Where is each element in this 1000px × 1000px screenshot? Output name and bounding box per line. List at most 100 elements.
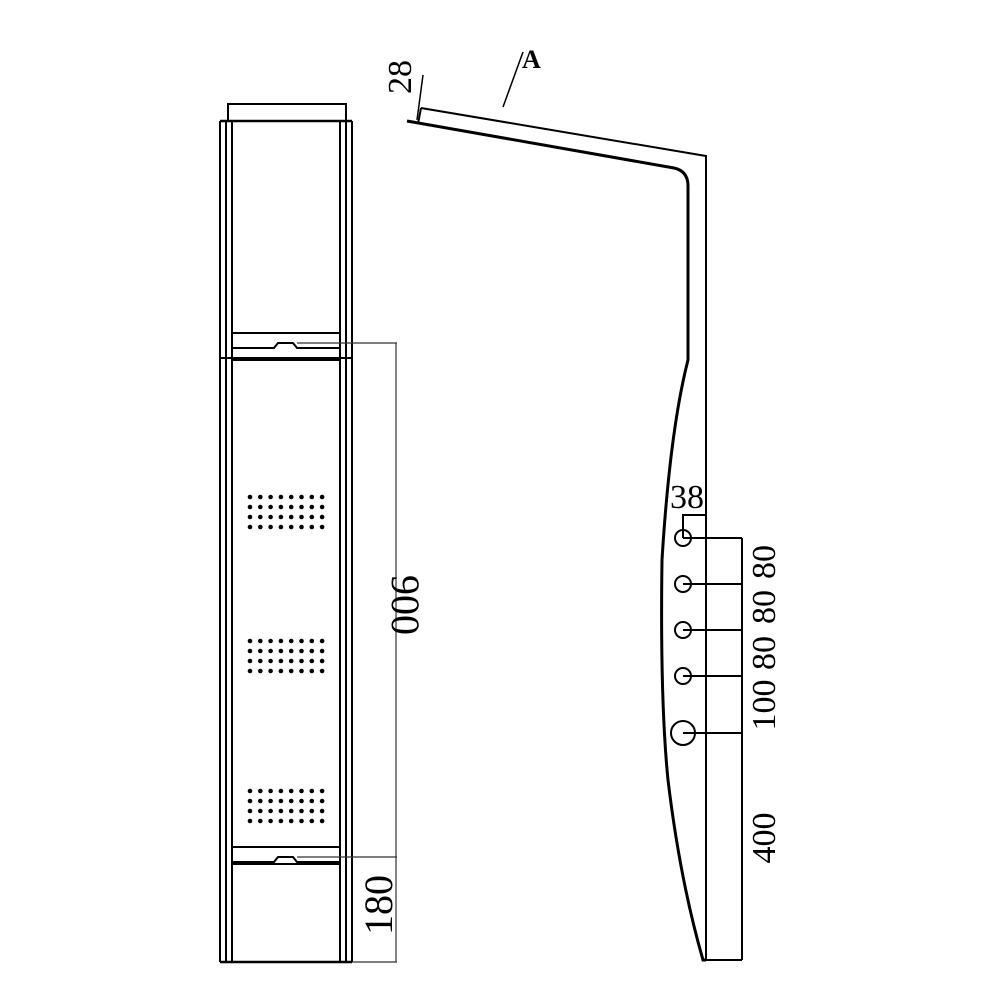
nozzle-dot <box>278 818 284 824</box>
nozzle-dot <box>278 648 284 654</box>
nozzle-dot <box>268 514 273 520</box>
label-a: A <box>522 45 541 74</box>
nozzle-dot <box>247 668 253 674</box>
nozzle-dot <box>299 504 304 510</box>
nozzle-dot <box>309 504 315 510</box>
front-view <box>219 103 353 964</box>
nozzle-dot <box>258 788 263 794</box>
nozzle-dot <box>288 504 294 510</box>
label-a-leader <box>502 51 524 108</box>
nozzle-dot <box>268 798 273 804</box>
nozzle-dot <box>309 818 315 824</box>
nozzle-dot <box>258 808 263 814</box>
nozzle-dot <box>288 494 294 500</box>
nozzle-dot <box>247 808 253 814</box>
nozzle-dot <box>309 788 315 794</box>
nozzle-dot <box>247 798 253 804</box>
dim-80-label-2: 80 <box>746 590 783 624</box>
nozzle-dot <box>278 638 284 644</box>
nozzle-dot <box>299 788 304 794</box>
nozzle-dot <box>309 808 315 814</box>
dim-100-label: 100 <box>746 680 783 731</box>
lower-shelf <box>232 846 340 865</box>
dim-38-label: 38 <box>670 479 704 516</box>
dim-28-leader <box>416 74 424 121</box>
dim-400-label: 400 <box>746 813 783 864</box>
nozzle-dot <box>288 788 294 794</box>
nozzle-dot <box>278 668 284 674</box>
top-arm-outer <box>420 107 707 960</box>
nozzle-dot <box>319 658 325 664</box>
nozzle-dot <box>258 648 263 654</box>
nozzle-dot <box>247 818 253 824</box>
nozzle-dot <box>278 788 284 794</box>
nozzle-grid-lower <box>247 788 325 824</box>
nozzle-dot <box>319 808 325 814</box>
dim-28-label: 28 <box>382 60 419 94</box>
nozzle-dot <box>309 494 315 500</box>
dim-180-label: 180 <box>356 875 401 935</box>
upper-shelf <box>220 332 352 361</box>
nozzle-dot <box>258 504 263 510</box>
nozzle-dot <box>319 504 325 510</box>
nozzle-dot <box>319 798 325 804</box>
nozzle-dot <box>258 818 263 824</box>
nozzle-dot <box>309 638 315 644</box>
nozzle-dot <box>288 658 294 664</box>
nozzle-dot <box>268 494 273 500</box>
nozzle-dot <box>247 788 253 794</box>
nozzle-dot <box>288 808 294 814</box>
nozzle-dot <box>268 788 273 794</box>
front-dimensions <box>297 342 397 963</box>
nozzle-dot <box>247 514 253 520</box>
nozzle-dot <box>288 668 294 674</box>
nozzle-dot <box>288 524 294 530</box>
nozzle-dot <box>319 788 325 794</box>
nozzle-dot <box>268 638 273 644</box>
nozzle-dot <box>247 658 253 664</box>
dim-900-label: 900 <box>383 575 428 635</box>
nozzle-dot <box>278 494 284 500</box>
nozzle-dot <box>258 668 263 674</box>
nozzle-dot <box>299 818 304 824</box>
nozzle-dot <box>319 638 325 644</box>
top-cap <box>227 103 347 122</box>
nozzle-dot <box>258 494 263 500</box>
nozzle-dot <box>299 648 304 654</box>
nozzle-dot <box>299 808 304 814</box>
nozzle-dot <box>319 818 325 824</box>
side-view <box>406 107 742 962</box>
nozzle-dot <box>247 648 253 654</box>
nozzle-dot <box>268 648 273 654</box>
nozzle-dot <box>247 638 253 644</box>
dim-80-label-3: 80 <box>746 636 783 670</box>
side-dimensions <box>682 514 743 960</box>
nozzle-dot <box>299 638 304 644</box>
nozzle-grid-upper <box>247 494 325 530</box>
nozzle-dot <box>288 648 294 654</box>
nozzle-dot <box>299 668 304 674</box>
nozzle-dot <box>258 638 263 644</box>
outlets <box>670 529 696 746</box>
nozzle-dot <box>309 648 315 654</box>
nozzle-dot <box>268 808 273 814</box>
nozzle-dot <box>247 524 253 530</box>
nozzle-grid-middle <box>247 638 325 674</box>
nozzle-dot <box>278 808 284 814</box>
nozzle-dot <box>319 668 325 674</box>
nozzle-dot <box>258 658 263 664</box>
nozzle-dot <box>278 658 284 664</box>
nozzle-dot <box>258 514 263 520</box>
nozzle-dot <box>288 638 294 644</box>
nozzle-dot <box>309 514 315 520</box>
nozzle-dot <box>309 798 315 804</box>
nozzle-dot <box>299 658 304 664</box>
nozzle-dot <box>258 524 263 530</box>
nozzle-dot <box>268 818 273 824</box>
top-arm-end <box>417 107 422 125</box>
nozzle-dot <box>258 798 263 804</box>
nozzle-dot <box>319 648 325 654</box>
nozzle-dot <box>268 658 273 664</box>
nozzle-dot <box>319 514 325 520</box>
dim-80-label-1: 80 <box>746 545 783 579</box>
